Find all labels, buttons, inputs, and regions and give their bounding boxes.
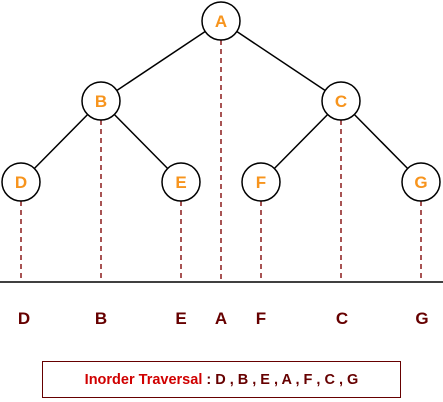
sequence-label-3: E <box>175 309 186 328</box>
sequence-label-5: F <box>256 309 266 328</box>
node-circle-c <box>321 81 361 121</box>
node-circle-d <box>1 162 41 202</box>
node-label-b: B <box>95 92 107 111</box>
node-label-c: C <box>335 92 347 111</box>
tree-nodes: A B C D E F G <box>1 1 441 202</box>
sequence-label-4: A <box>215 309 227 328</box>
caption-sequence: D , B , E , A , F , C , G <box>215 371 359 388</box>
node-circle-a <box>201 1 241 41</box>
node-circle-g <box>401 162 441 202</box>
sequence-label-6: C <box>336 309 348 328</box>
node-label-g: G <box>414 173 427 192</box>
node-label-d: D <box>15 173 27 192</box>
node-label-f: F <box>256 173 266 192</box>
node-f: F <box>241 162 281 202</box>
tree-edges <box>33 30 409 170</box>
sequence-label-7: G <box>415 309 428 328</box>
node-a: A <box>201 1 241 41</box>
sequence-label-1: D <box>18 309 30 328</box>
edge-a-b <box>116 30 206 92</box>
caption-title: Inorder Traversal <box>84 371 203 388</box>
edge-b-d <box>33 113 89 170</box>
edge-a-c <box>236 30 326 92</box>
node-circle-f <box>241 162 281 202</box>
node-e: E <box>161 162 201 202</box>
caption-colon: : <box>206 371 212 388</box>
edge-c-f <box>273 113 329 170</box>
node-c: C <box>321 81 361 121</box>
traversal-caption-box: Inorder Traversal : D , B , E , A , F , … <box>42 361 401 398</box>
node-label-e: E <box>175 173 186 192</box>
sequence-label-2: B <box>95 309 107 328</box>
edge-c-g <box>353 113 409 170</box>
projection-lines <box>20 40 422 282</box>
node-label-a: A <box>215 12 227 31</box>
node-circle-e <box>161 162 201 202</box>
node-b: B <box>81 81 121 121</box>
node-d: D <box>1 162 41 202</box>
node-circle-b <box>81 81 121 121</box>
edge-b-e <box>113 113 169 170</box>
node-g: G <box>401 162 441 202</box>
